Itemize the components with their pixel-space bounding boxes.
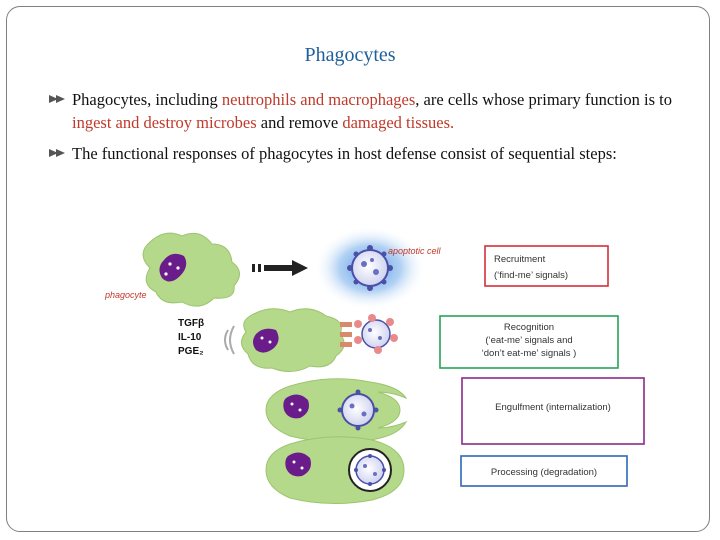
- step-processing-title: Processing (degradation): [491, 467, 597, 478]
- receptor-ligand-icon: [340, 314, 398, 354]
- step-recruitment-subtitle: (‘find-me’ signals): [494, 270, 568, 281]
- cytokine-tgfb: TGFβ: [178, 318, 204, 329]
- apoptotic-cell-icon: [314, 226, 426, 310]
- bullet-text-segment: Phagocytes, including: [72, 90, 222, 109]
- bullet-highlight-segment: damaged tissues.: [342, 113, 455, 132]
- slide-frame: [6, 6, 710, 532]
- step-recognition-line3: ‘don’t eat-me’ signals ): [482, 348, 577, 359]
- step-recruitment-title: Recruitment: [494, 254, 546, 265]
- bullet-highlight-segment: neutrophils and macrophages: [221, 90, 416, 109]
- apoptotic-cell-label: apoptotic cell: [388, 246, 442, 256]
- bullet-list: Phagocytes, including neutrophils and ma…: [48, 88, 672, 173]
- step-recognition-line2: (‘eat-me’ signals and: [485, 335, 572, 346]
- bullet-marker-icon: [49, 95, 65, 103]
- bullet-item: The functional responses of phagocytes i…: [48, 142, 672, 165]
- bullet-marker-icon: [49, 149, 65, 157]
- phagocyte-cell-icon: [142, 232, 240, 307]
- bullet-highlight-segment: ingest and destroy microbes: [72, 113, 257, 132]
- bullet-text-segment: and remove: [256, 113, 343, 132]
- cytokine-pge2: PGE₂: [178, 346, 204, 357]
- step-box-processing: [460, 455, 628, 487]
- phagocyte-label: phagocyte: [104, 290, 147, 300]
- phagocyte-processing-icon: [265, 436, 405, 505]
- bullet-item: Phagocytes, including neutrophils and ma…: [48, 88, 672, 134]
- bullet-text-segment: The functional responses of phagocytes i…: [72, 144, 617, 163]
- dashed-arrow-icon: [252, 260, 308, 276]
- step-recognition-title: Recognition: [504, 322, 554, 333]
- step-box-recognition: [439, 315, 619, 369]
- step-box-recruitment: [484, 245, 609, 287]
- phagocyte-recognition-icon: [241, 308, 345, 372]
- bullet-text-segment: , are cells whose primary function is to: [415, 90, 672, 109]
- step-engulfment-title: Engulfment (internalization): [495, 402, 611, 413]
- cytokine-il10: IL-10: [178, 332, 202, 343]
- phagocyte-engulfment-icon: [265, 378, 408, 443]
- step-box-engulfment: [461, 377, 645, 445]
- slide-title: Phagocytes: [304, 44, 396, 66]
- signal-waves-icon: [224, 325, 235, 355]
